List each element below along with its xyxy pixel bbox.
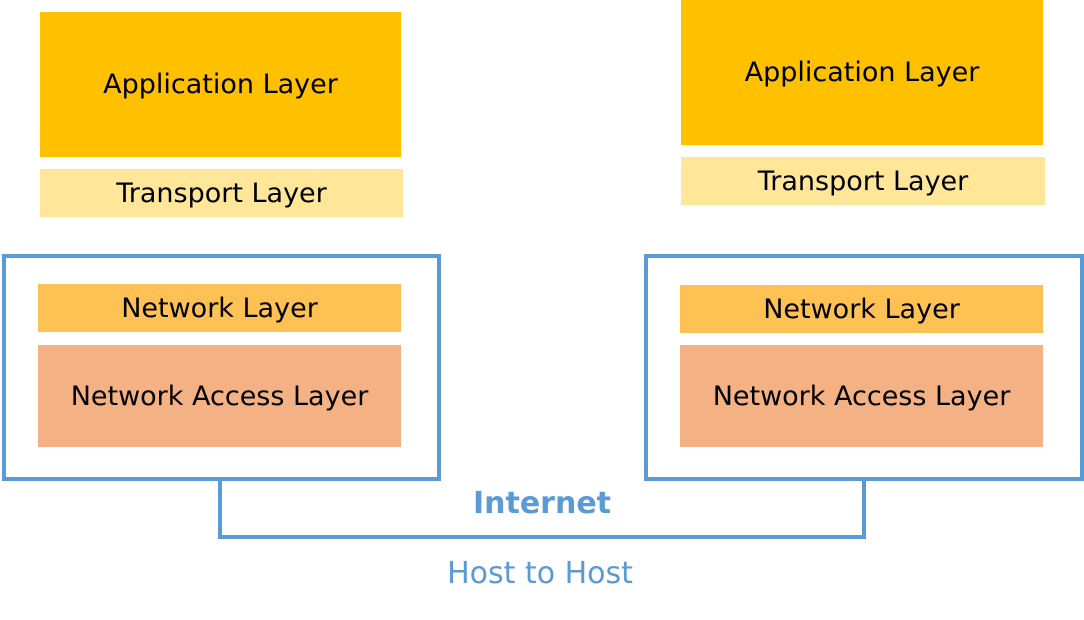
left-network-layer: Network Layer <box>38 284 401 332</box>
left-network-access-layer-label: Network Access Layer <box>70 380 369 412</box>
right-network-layer: Network Layer <box>680 285 1043 333</box>
left-transport-layer: Transport Layer <box>40 169 403 217</box>
right-transport-layer: Transport Layer <box>681 157 1045 205</box>
right-application-layer: Application Layer <box>681 0 1043 145</box>
left-transport-layer-label: Transport Layer <box>116 177 327 209</box>
left-application-layer: Application Layer <box>40 12 401 157</box>
left-application-layer-label: Application Layer <box>103 69 338 100</box>
internet-label: Internet <box>472 486 612 521</box>
right-network-access-layer-label: Network Access Layer <box>712 380 1011 412</box>
host-to-host-caption: Host to Host <box>447 556 633 591</box>
right-application-layer-label: Application Layer <box>744 57 980 88</box>
right-host-network-frame <box>644 254 1084 481</box>
right-network-access-layer: Network Access Layer <box>680 345 1043 447</box>
left-host-network-frame <box>2 254 441 481</box>
internet-connector <box>218 480 866 539</box>
right-network-layer-label: Network Layer <box>763 293 960 325</box>
left-network-access-layer: Network Access Layer <box>38 345 401 447</box>
right-transport-layer-label: Transport Layer <box>757 165 969 197</box>
left-network-layer-label: Network Layer <box>121 292 318 324</box>
